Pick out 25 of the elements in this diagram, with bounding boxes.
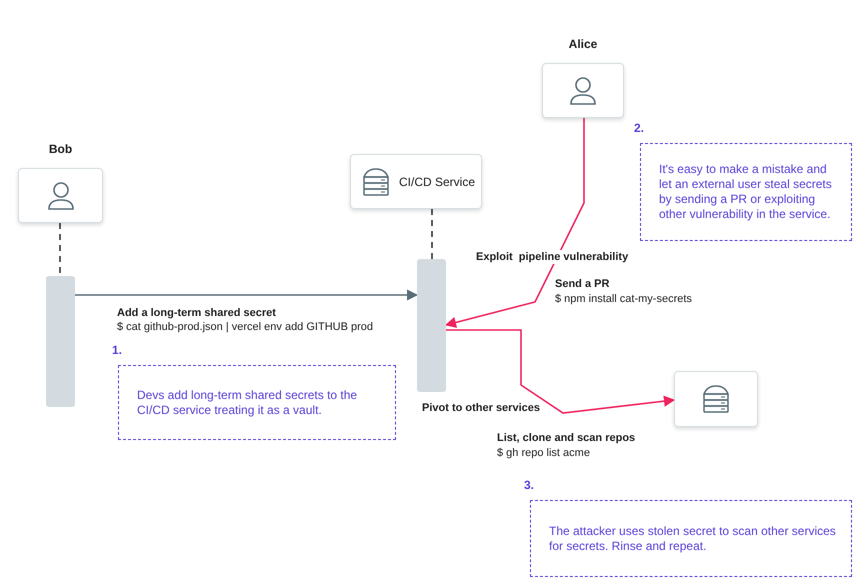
actor-name: Alice: [568, 37, 598, 51]
step-number: 2.: [634, 121, 644, 135]
step-number: 3.: [524, 478, 534, 492]
step-label: List, clone and scan repos: [497, 431, 636, 445]
note-text: Devs add long-term shared secrets to the CI/CD service treating it as a vault.: [137, 388, 358, 418]
edge-label: Exploit pipeline vulnerability: [476, 250, 628, 264]
service-card: [350, 154, 482, 209]
step-label: Send a PR: [555, 277, 610, 291]
command-text: $ npm install cat-my-secrets: [555, 292, 692, 306]
activation-bar: [46, 276, 75, 407]
note-text: The attacker uses stolen secret to scan other services for secrets. Rinse and repeat.: [549, 524, 837, 554]
service-name: CI/CD Service: [399, 175, 476, 189]
command-text: $ cat github-prod.json | vercel env add GITHUB prod: [117, 320, 373, 334]
dashed-lifeline: [431, 209, 433, 259]
note-text: It's easy to make a mistake and let an external user steal secrets by sending a PR or exploiting other vulnerability in the service.: [659, 162, 833, 222]
step-number: 1.: [112, 343, 122, 357]
service-card: [674, 371, 758, 427]
dashed-lifeline: [59, 223, 61, 276]
command-text: $ gh repo list acme: [497, 446, 590, 460]
arrow: [446, 329, 676, 414]
activation-bar: [417, 259, 446, 392]
edge-label: Add a long-term shared secret: [117, 306, 276, 320]
actor-name: Bob: [48, 142, 74, 156]
arrow: [75, 289, 418, 301]
arrow: [444, 118, 585, 328]
